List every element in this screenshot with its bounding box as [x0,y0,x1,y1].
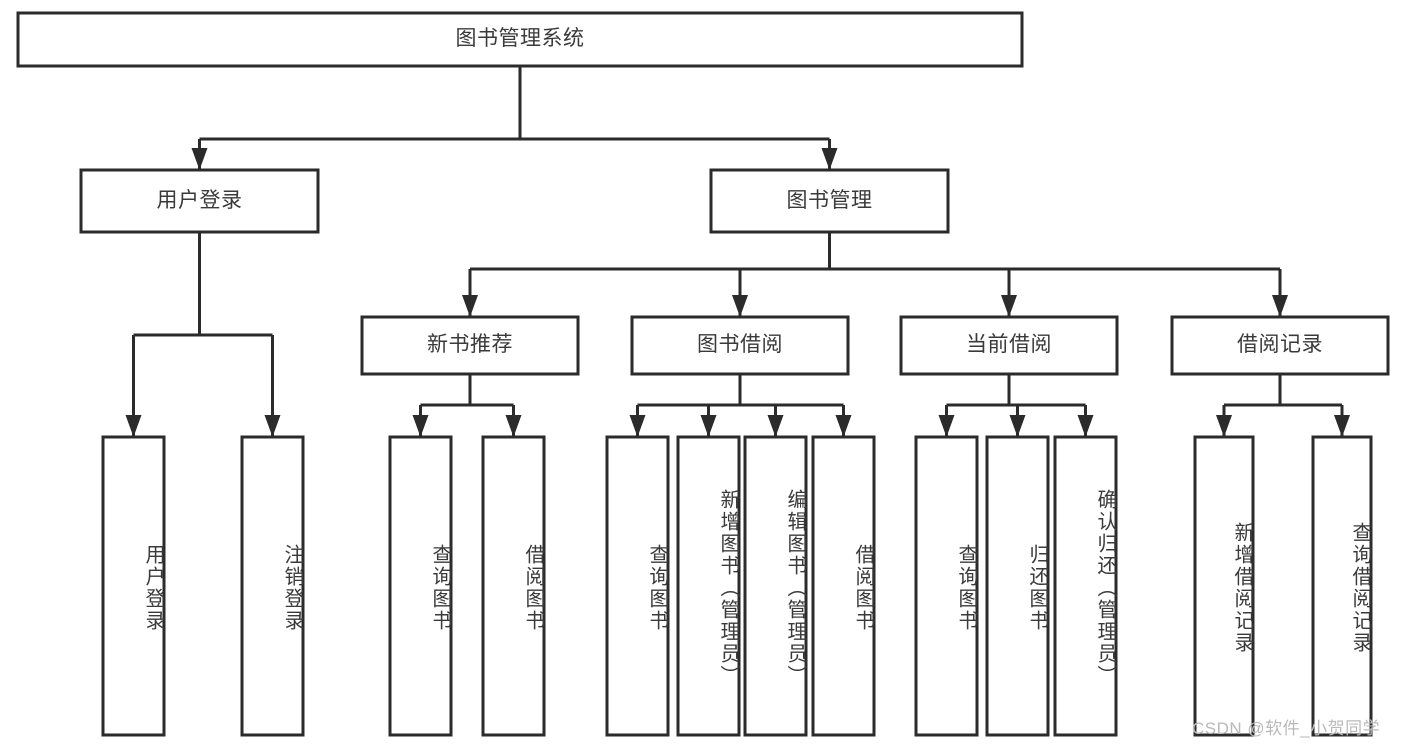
node-box-l3-current[interactable] [899,315,1119,376]
arrowhead-icon [505,415,522,437]
node-box-leaf-current-return[interactable] [985,435,1050,737]
arrowhead-icon [700,415,717,437]
node-box-leaf-user-logout[interactable] [240,435,305,737]
arrowhead-icon [412,415,429,437]
arrowhead-icon [821,148,838,170]
node-box-leaf-user-login[interactable] [101,435,166,737]
node-box-l3-record[interactable] [1170,315,1390,376]
node-box-leaf-borrow-lend[interactable] [811,435,876,737]
arrowhead-icon [767,415,784,437]
arrowhead-icon [1077,415,1094,437]
node-box-root[interactable] [16,11,1024,68]
node-box-l2-book[interactable] [709,168,950,234]
arrowhead-icon [732,295,748,317]
node-box-leaf-borrow-query[interactable] [605,435,670,737]
arrowhead-icon [1009,415,1026,437]
connector-layer [125,66,1350,437]
arrowhead-icon [938,415,955,437]
node-box-leaf-record-query[interactable] [1311,435,1373,737]
node-box-leaf-borrow-add[interactable] [676,435,741,737]
node-box-layer [16,11,1390,737]
arrowhead-icon [462,295,478,317]
arrowhead-icon [1001,295,1017,317]
arrowhead-icon [125,415,142,437]
arrowhead-icon [191,148,208,170]
node-box-l3-borrow[interactable] [630,315,850,376]
arrowhead-icon [1272,295,1288,317]
node-box-leaf-new-borrow[interactable] [481,435,546,737]
node-box-l3-new[interactable] [360,315,580,376]
node-box-leaf-new-query[interactable] [388,435,453,737]
watermark-text: CSDN @软件_小贺同学 [1192,719,1381,738]
node-box-leaf-current-query[interactable] [914,435,979,737]
node-box-leaf-current-confirm[interactable] [1053,435,1118,737]
arrowhead-icon [264,415,281,437]
node-box-leaf-borrow-edit[interactable] [743,435,808,737]
node-box-leaf-record-add[interactable] [1193,435,1255,737]
arrowhead-icon [629,415,646,437]
node-box-l2-user[interactable] [79,168,320,234]
arrowhead-icon [1334,415,1350,437]
arrowhead-icon [1216,415,1232,437]
arrowhead-icon [835,415,852,437]
